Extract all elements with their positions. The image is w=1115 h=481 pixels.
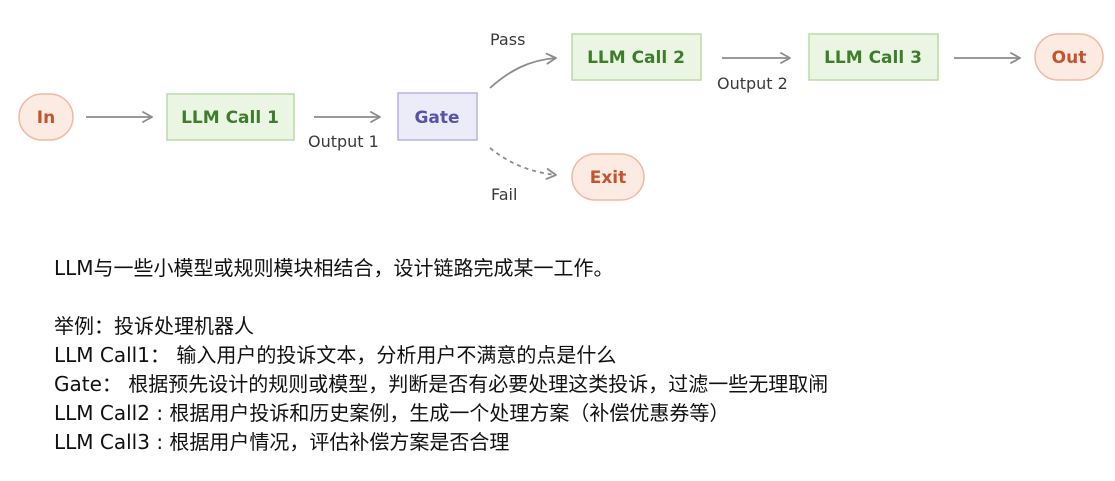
node-in: In: [18, 93, 74, 141]
step-gate: Gate： 根据预先设计的规则或模型，判断是否有必要处理这类投诉，过滤一些无理取…: [54, 372, 829, 396]
paragraph-gap: [54, 283, 1104, 312]
node-llm-call-2: LLM Call 2: [571, 33, 702, 81]
node-llm-call-3: LLM Call 3: [808, 33, 939, 81]
node-llm-call-1-label: LLM Call 1: [181, 108, 279, 128]
edge-label-fail: Fail: [491, 185, 517, 204]
example-title: 举例：投诉处理机器人: [54, 314, 254, 338]
edge-label-output-2: Output 2: [717, 74, 788, 93]
edge-gate-to-exit-fail: [489, 147, 557, 180]
node-gate-label: Gate: [414, 108, 459, 128]
node-out: Out: [1034, 33, 1104, 81]
node-in-label: In: [37, 108, 55, 128]
node-llm-call-2-label: LLM Call 2: [587, 48, 685, 68]
step-llm-call-2: LLM Call2 : 根据用户投诉和历史案例，生成一个处理方案（补偿优惠券等）: [54, 401, 730, 425]
node-gate: Gate: [397, 92, 478, 141]
node-llm-call-1: LLM Call 1: [166, 93, 295, 141]
step-llm-call-3: LLM Call3 : 根据用户情况，评估补偿方案是否合理: [54, 430, 510, 454]
edge-label-pass: Pass: [490, 30, 525, 49]
edge-gate-to-llm2-pass: [489, 52, 557, 89]
node-exit: Exit: [571, 153, 645, 201]
workflow-diagram: Output 1 Pass Fail Output 2 In LLM Call …: [18, 30, 1104, 204]
node-exit-label: Exit: [590, 168, 627, 188]
node-llm-call-3-label: LLM Call 3: [824, 48, 922, 68]
description-text: LLM与一些小模型或规则模块相结合，设计链路完成某一工作。 举例：投诉处理机器人…: [54, 254, 1104, 457]
step-llm-call-1: LLM Call1： 输入用户的投诉文本，分析用户不满意的点是什么: [54, 343, 617, 367]
node-out-label: Out: [1052, 48, 1087, 68]
edge-label-output-1: Output 1: [308, 132, 379, 151]
summary-line: LLM与一些小模型或规则模块相结合，设计链路完成某一工作。: [54, 256, 614, 280]
